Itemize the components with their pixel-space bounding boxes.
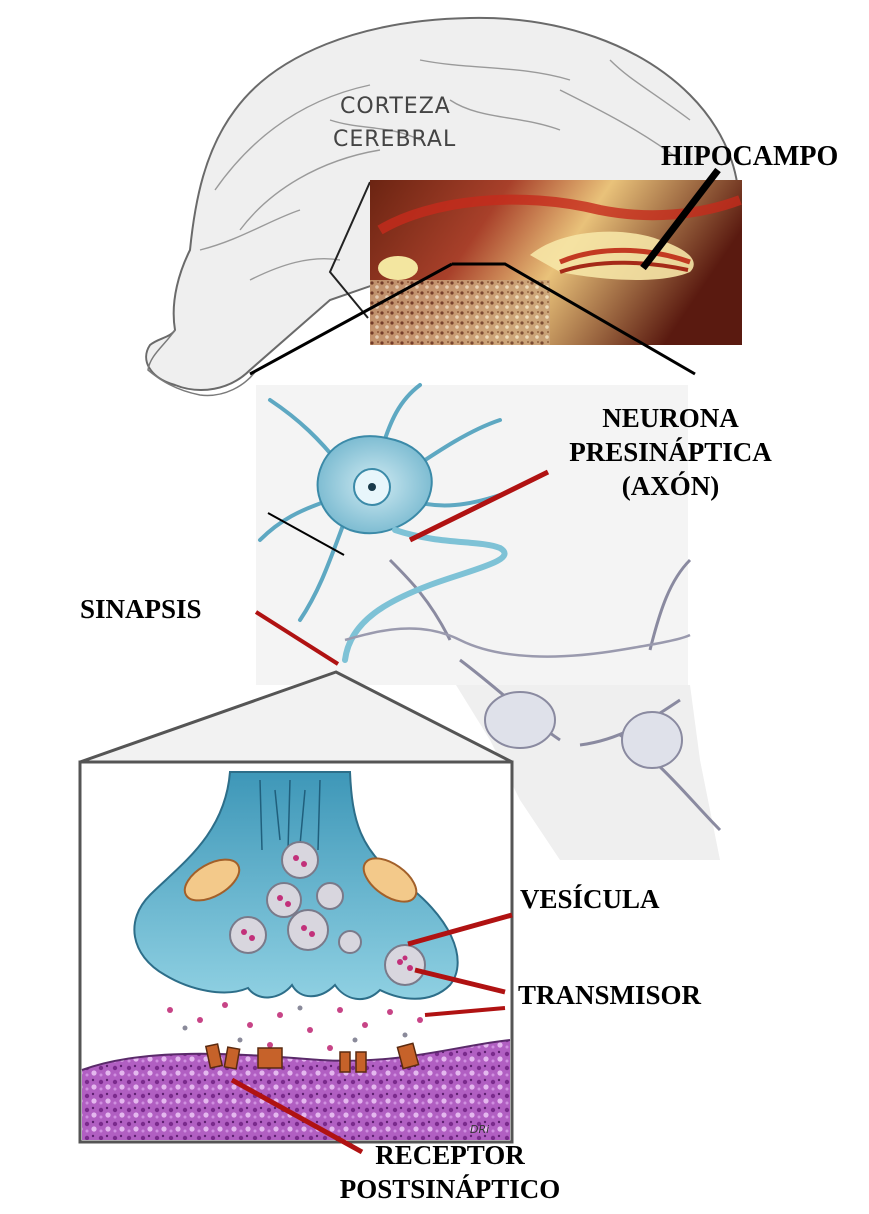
postsynaptic-receptor-label-line1: RECEPTOR (310, 1138, 590, 1172)
transmitter-label: TRANSMISOR (518, 978, 701, 1012)
vesicle-label: VESÍCULA (520, 882, 660, 916)
synapse-label: SINAPSIS (80, 592, 202, 626)
presynaptic-neuron-label: NEURONA PRESINÁPTICA (AXÓN) (543, 401, 798, 503)
postsynaptic-receptor-label: RECEPTOR POSTSINÁPTICO (310, 1138, 590, 1206)
hippocampus-label: HIPOCAMPO (661, 140, 838, 174)
zoom-wedge-synapse (80, 672, 512, 762)
hippocampus-image (370, 180, 742, 345)
cortex-label-line2: CEREBRAL (333, 127, 456, 152)
artist-signature: DRi (470, 1123, 489, 1136)
synapse-panel: DRi (80, 762, 512, 1142)
postsynaptic-receptor-label-line2: POSTSINÁPTICO (310, 1172, 590, 1206)
presynaptic-neuron-label-line1: NEURONA (543, 401, 798, 435)
presynaptic-neuron-label-line3: (AXÓN) (543, 469, 798, 503)
presynaptic-neuron-label-line2: PRESINÁPTICA (543, 435, 798, 469)
cortex-label-line1: CORTEZA (340, 94, 451, 119)
